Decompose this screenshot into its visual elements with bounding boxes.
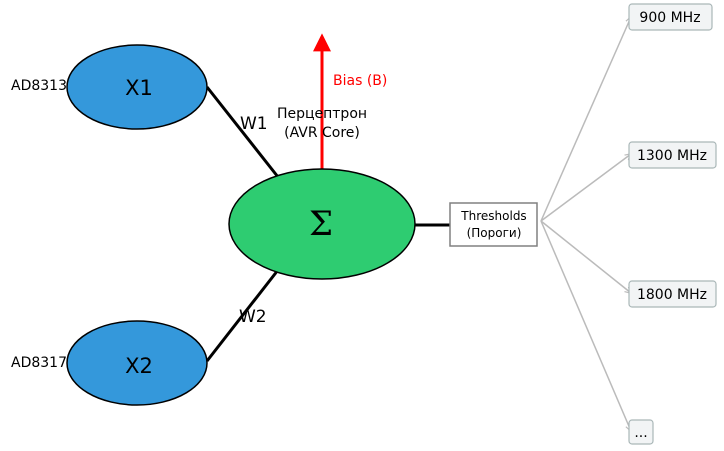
output-edge-more bbox=[540, 220, 631, 431]
edge-x1-core bbox=[205, 86, 280, 178]
bias-label: Bias (B) bbox=[333, 73, 387, 89]
thresholds-box bbox=[449, 202, 538, 247]
weight-label-w1: W1 bbox=[240, 114, 268, 134]
core-caption-line2: (AVR Core) bbox=[284, 125, 360, 141]
output-edge-900 bbox=[540, 17, 631, 222]
thresholds-line2: (Пороги) bbox=[467, 226, 522, 240]
weight-label-w2: W2 bbox=[239, 307, 267, 327]
input-node-x1-label: X1 bbox=[125, 76, 153, 100]
output-edges bbox=[540, 17, 631, 431]
output-edge-1300 bbox=[540, 154, 631, 222]
output-box-900 bbox=[628, 3, 713, 31]
output-label-1300: 1300 MHz bbox=[637, 148, 707, 164]
input-node-x2-label: X2 bbox=[125, 354, 153, 378]
input-node-x2 bbox=[66, 320, 208, 406]
output-more: ... bbox=[628, 419, 654, 445]
output-1800: 1800 MHz bbox=[628, 280, 717, 308]
thresholds-line1: Thresholds bbox=[460, 209, 526, 223]
core-caption-line1: Перцептрон bbox=[277, 106, 367, 122]
output-edge-1800 bbox=[540, 220, 631, 293]
sum-symbol: Σ bbox=[309, 204, 333, 244]
edge-x2-core bbox=[205, 269, 280, 362]
core-node bbox=[228, 168, 416, 280]
input-node-x1 bbox=[66, 44, 208, 130]
output-label-more: ... bbox=[634, 425, 647, 441]
output-box-1300 bbox=[628, 141, 717, 169]
sensor-label-ad8313: AD8313 bbox=[11, 78, 67, 94]
output-1300: 1300 MHz bbox=[628, 141, 717, 169]
output-box-more bbox=[628, 419, 654, 445]
output-900: 900 MHz bbox=[628, 3, 713, 31]
output-label-900: 900 MHz bbox=[639, 10, 700, 26]
output-label-1800: 1800 MHz bbox=[637, 287, 707, 303]
output-box-1800 bbox=[628, 280, 717, 308]
sensor-label-ad8317: AD8317 bbox=[11, 355, 67, 371]
